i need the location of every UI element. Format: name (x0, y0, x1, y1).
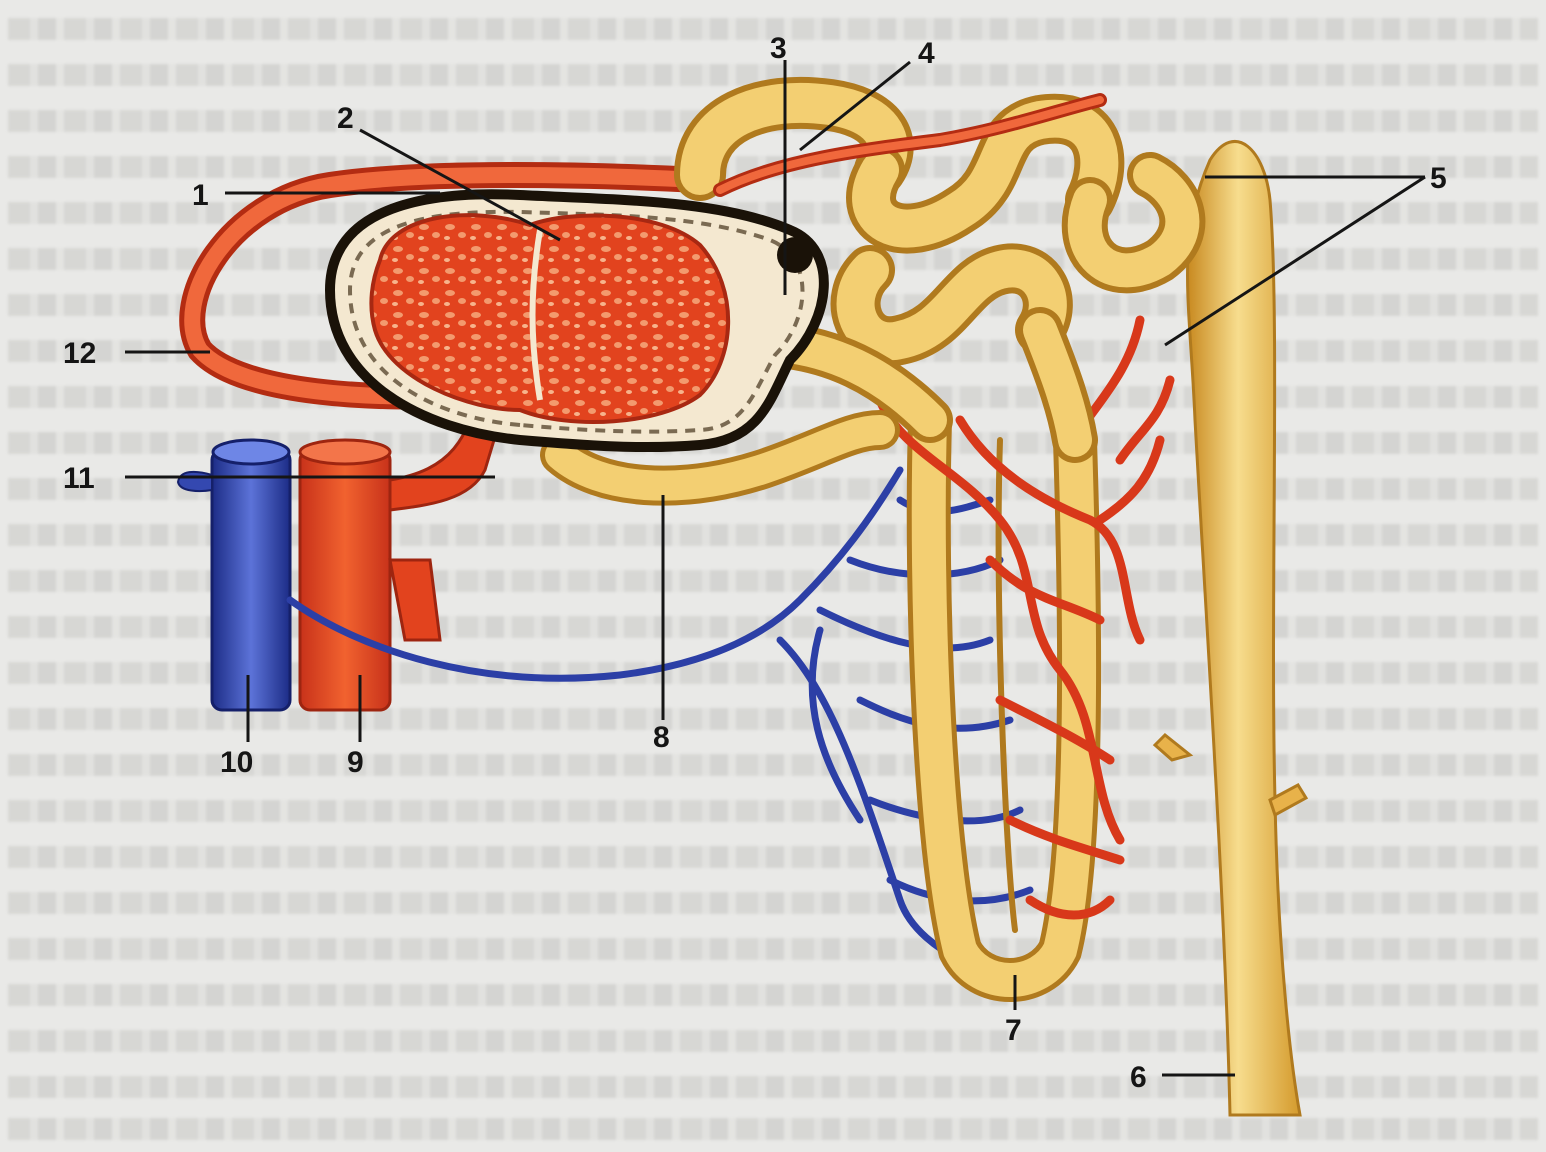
label-2: 2 (337, 102, 354, 135)
renal-vein (178, 440, 290, 710)
label-1: 1 (192, 179, 209, 212)
label-12: 12 (63, 337, 96, 370)
label-5: 5 (1430, 162, 1447, 195)
collecting-duct (1155, 141, 1306, 1115)
label-6: 6 (1130, 1061, 1147, 1094)
label-3: 3 (770, 32, 787, 65)
label-7: 7 (1005, 1014, 1022, 1047)
label-9: 9 (347, 746, 364, 779)
label-4: 4 (918, 37, 935, 70)
label-10: 10 (220, 746, 253, 779)
label-8: 8 (653, 721, 670, 754)
label-11: 11 (63, 462, 95, 495)
